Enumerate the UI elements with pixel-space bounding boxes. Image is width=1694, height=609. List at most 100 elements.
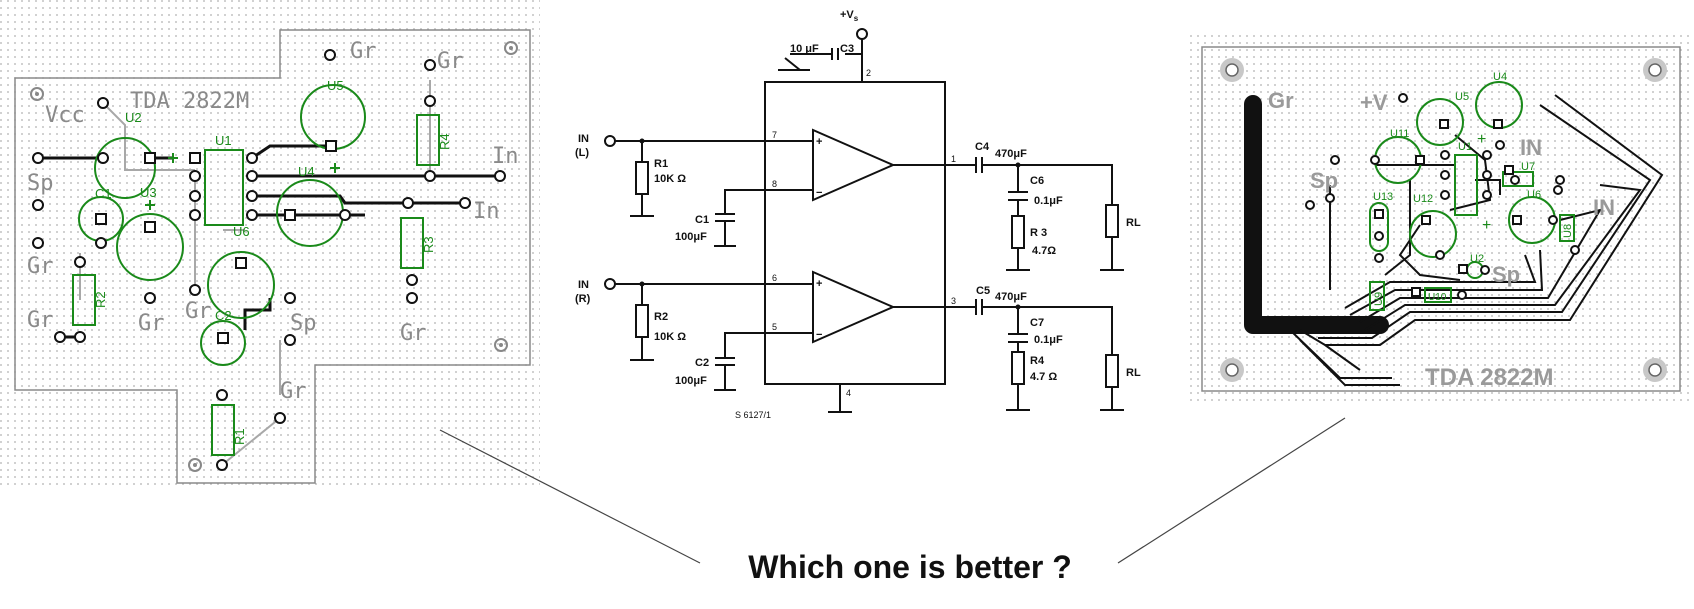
r1-ground	[630, 194, 654, 217]
in-r-terminal	[604, 278, 616, 290]
c1-value: 100μF	[675, 231, 707, 243]
r4-label: R4	[1030, 355, 1045, 367]
right-part-label: U7	[1521, 161, 1535, 173]
c3-wiring	[790, 39, 863, 82]
pin4-ground	[828, 384, 852, 413]
rl2-body	[1105, 354, 1119, 388]
left-dot-grid	[0, 0, 540, 490]
left-plus-marker	[330, 163, 340, 173]
c4-value: 470μF	[995, 148, 1027, 160]
c3-label: C3	[840, 43, 854, 55]
left-mounting-hole	[494, 338, 508, 352]
vs-label: +Vs	[840, 9, 859, 23]
left-trace	[243, 298, 272, 330]
left-gr-label: Gr	[185, 299, 212, 324]
right-dot-grid	[1185, 30, 1694, 402]
left-u2-outline	[94, 137, 156, 199]
c4-label: C4	[975, 141, 990, 153]
left-gr-label: Gr	[350, 39, 377, 64]
right-mounting-hole	[1643, 358, 1667, 382]
left-in-label: In	[473, 199, 500, 224]
right-part-label: U1	[1458, 141, 1472, 153]
left-plus-marker	[145, 200, 155, 210]
pin-label: 5	[772, 322, 777, 332]
pin-label: 1	[951, 154, 956, 164]
right-plus-marker: +	[1482, 217, 1491, 234]
left-gr-label: Gr	[400, 321, 427, 346]
c5-wiring	[893, 299, 1113, 355]
c2-value: 100μF	[675, 375, 707, 387]
r2-body	[635, 304, 649, 338]
r1-body	[635, 161, 649, 195]
right-pads	[1305, 93, 1580, 300]
left-trace	[102, 102, 195, 171]
right-part-label: U4	[1493, 71, 1507, 83]
c3-value: 10 μF	[790, 43, 819, 55]
rl1-ground	[1100, 237, 1124, 271]
right-ic-outline	[1454, 154, 1478, 216]
right-vplus-label: +V	[1360, 90, 1388, 115]
c5-value: 470μF	[995, 291, 1027, 303]
in-r-sub-label: (R)	[575, 293, 591, 305]
callout-line-right	[1117, 417, 1346, 564]
right-part-label: U5	[1455, 91, 1469, 103]
c7-value: 0.1μF	[1034, 334, 1063, 346]
right-u5-outline	[1416, 98, 1464, 146]
left-c2-outline	[200, 320, 246, 366]
question-caption: Which one is better ?	[748, 549, 1072, 585]
left-mounting-hole	[188, 458, 202, 472]
c7-wiring	[1008, 307, 1028, 352]
pin-label: 2	[866, 68, 871, 78]
minus-sign: −	[816, 187, 822, 199]
left-mounting-hole	[504, 41, 518, 55]
c2-wiring	[714, 332, 813, 391]
left-part-label: U2	[125, 110, 142, 125]
pin-label: 4	[846, 388, 851, 398]
right-part-label: U12	[1413, 193, 1433, 205]
right-mounting-hole	[1220, 58, 1244, 82]
c1-label: C1	[695, 214, 709, 226]
right-u7-outline	[1502, 171, 1534, 187]
left-pads	[32, 49, 506, 471]
left-gr-label: Gr	[27, 254, 54, 279]
right-part-label: U2	[1470, 253, 1484, 265]
routed-trace-bundle	[1289, 94, 1664, 386]
r4-value: 4.7 Ω	[1030, 371, 1057, 383]
left-plus-marker	[168, 153, 178, 163]
plus-sign: +	[816, 136, 822, 148]
r4-body	[1011, 351, 1025, 385]
right-u10-outline	[1424, 287, 1452, 303]
rl2-ground	[1100, 387, 1124, 411]
right-mounting-hole	[1220, 358, 1244, 382]
amplifier-left	[812, 128, 896, 202]
pin-label: 3	[951, 296, 956, 306]
right-mounting-hole	[1643, 58, 1667, 82]
left-part-label: U1	[215, 133, 232, 148]
left-r2-outline	[72, 274, 96, 326]
left-gr-label: Gr	[437, 49, 464, 74]
c7-label: C7	[1030, 317, 1044, 329]
c6-value: 0.1μF	[1034, 195, 1063, 207]
left-part-label: R4	[437, 133, 452, 150]
left-trace	[221, 417, 281, 466]
c6-wiring	[1008, 165, 1028, 216]
r3-body	[1011, 215, 1025, 249]
r3-label: R 3	[1030, 227, 1047, 239]
in-l-terminal	[604, 135, 616, 147]
left-part-label: U4	[298, 164, 315, 179]
rl1-body	[1105, 204, 1119, 238]
minus-sign: −	[816, 329, 822, 341]
right-pcb-layout: Gr +V Sp IN IN Sp TDA 2822M U11 U5 U4 U1…	[1185, 30, 1694, 402]
left-gr-label: Gr	[27, 308, 54, 333]
left-board-title: TDA 2822M	[130, 89, 249, 114]
c2-label: C2	[695, 357, 709, 369]
left-part-label: U6	[233, 224, 250, 239]
in-l-sub-label: (L)	[575, 147, 589, 159]
tda2822m-schematic: + − + − +Vs 10 μF C3 2 IN (L) 7 R1 10K Ω…	[575, 9, 1141, 420]
right-part-label: U11	[1390, 128, 1409, 140]
right-in-label: IN	[1520, 135, 1542, 160]
c3-ground	[784, 57, 801, 71]
rl1-label: RL	[1126, 217, 1141, 229]
r2-value: 10K Ω	[654, 331, 686, 343]
left-part-label: R2	[93, 291, 108, 308]
